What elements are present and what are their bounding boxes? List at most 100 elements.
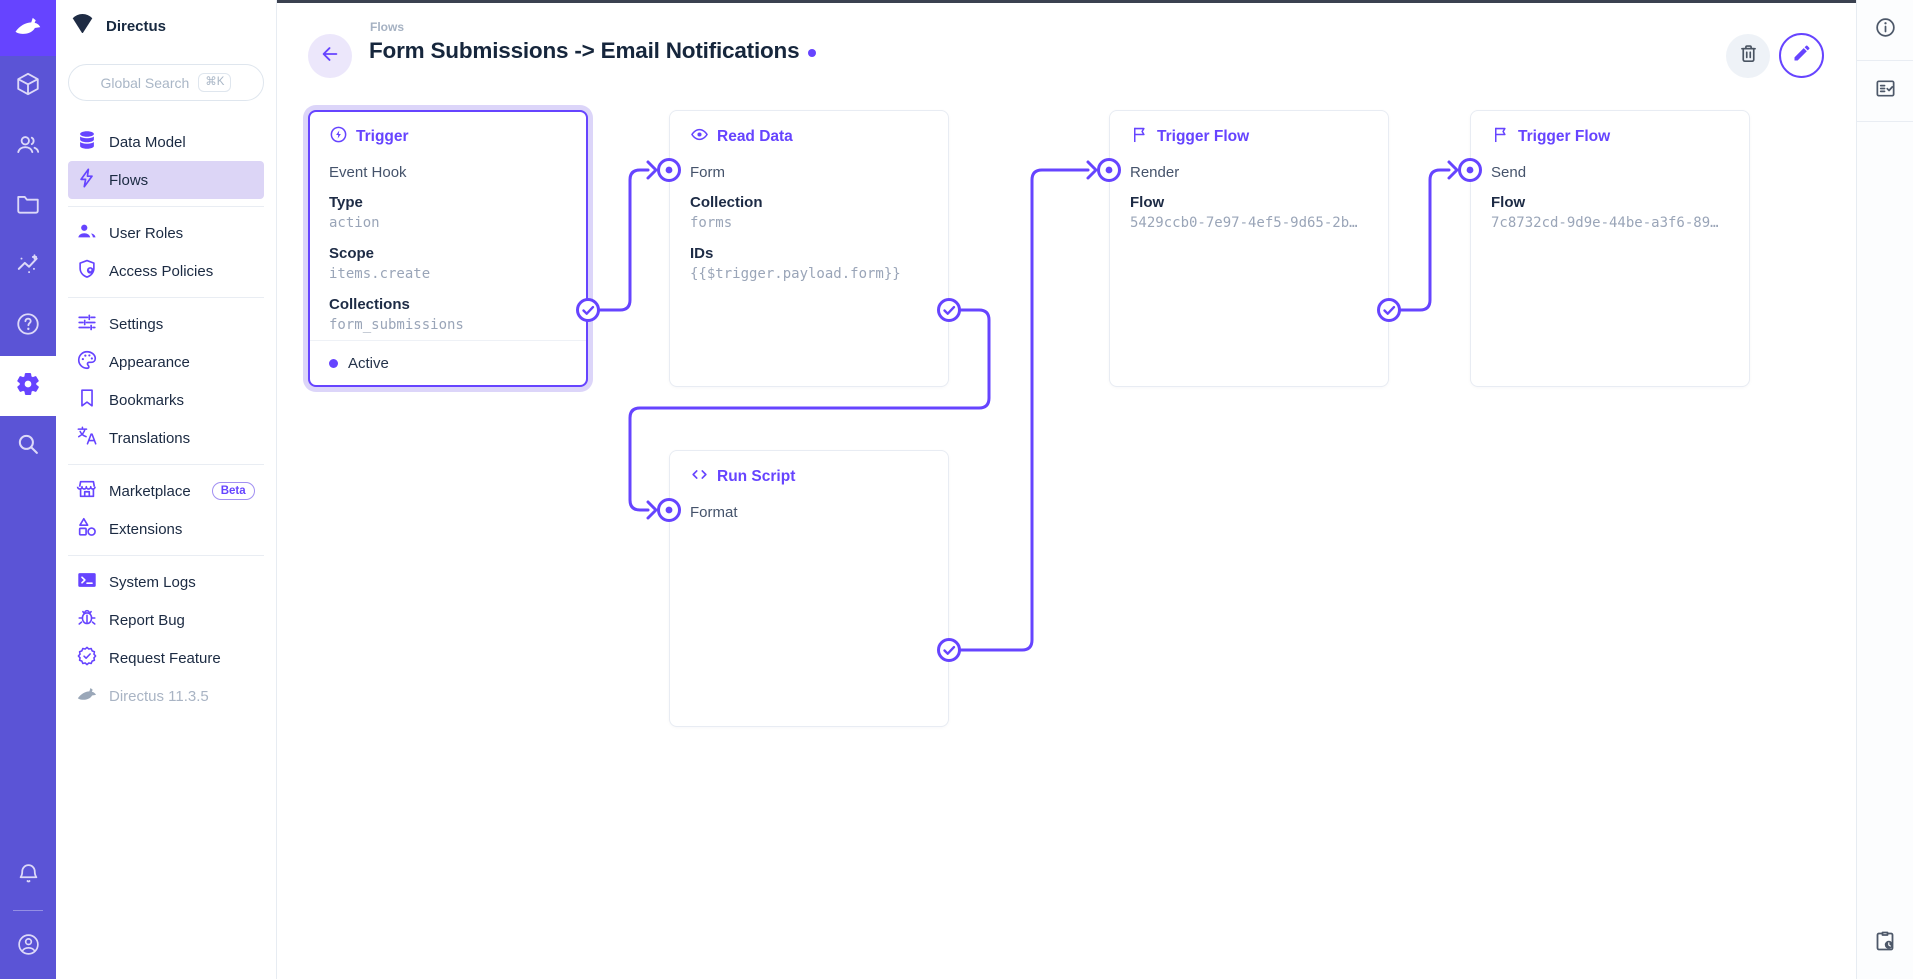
- tune-icon: [76, 311, 98, 338]
- module-help[interactable]: [0, 296, 56, 356]
- project-header[interactable]: Directus: [56, 0, 276, 52]
- breadcrumb[interactable]: Flows: [370, 20, 405, 34]
- project-name: Directus: [106, 17, 167, 35]
- sidebar-item-flows[interactable]: Flows: [68, 161, 264, 199]
- sidebar-item-label: Translations: [109, 429, 191, 447]
- sidebar-item-label: Data Model: [109, 133, 186, 151]
- bell-icon: [16, 861, 41, 891]
- trash-icon: [1738, 43, 1759, 69]
- fact-check-icon: [1874, 77, 1897, 105]
- field-label: Collections: [329, 296, 410, 313]
- sidebar-item-appearance[interactable]: Appearance: [68, 343, 264, 381]
- nav-divider: [68, 297, 264, 298]
- box-icon: [15, 71, 41, 102]
- sidebar-item-access-policies[interactable]: Access Policies: [68, 252, 264, 290]
- insights-icon: [15, 251, 41, 282]
- sidebar-item-label: Marketplace: [109, 482, 191, 500]
- logs-sidebar-button[interactable]: [1857, 61, 1913, 122]
- users-icon: [15, 131, 41, 162]
- user-circle-icon: [16, 932, 41, 962]
- version-row[interactable]: Directus 11.3.5: [68, 677, 264, 715]
- sidebar-item-label: Bookmarks: [109, 391, 185, 409]
- field-value: {{$trigger.payload.form}}: [690, 266, 901, 282]
- directus-rabbit-icon: [13, 11, 43, 46]
- info-icon: [1874, 16, 1897, 44]
- wire-arrowhead: [1086, 160, 1098, 180]
- bug-icon: [76, 607, 98, 634]
- module-users[interactable]: [0, 116, 56, 176]
- module-settings[interactable]: [0, 356, 56, 416]
- sidebar-item-label: Flows: [109, 171, 149, 189]
- field-value: 5429ccb0-7e97-4ef5-9d65-2b…: [1130, 215, 1358, 231]
- sidebar-item-label: Appearance: [109, 353, 190, 371]
- navigation-sidebar: Directus Global Search ⌘K Data Model Flo…: [56, 0, 277, 979]
- search-shortcut-chip: ⌘K: [198, 73, 232, 92]
- folder-icon: [15, 191, 41, 222]
- global-search-input[interactable]: Global Search ⌘K: [68, 64, 264, 101]
- beta-badge: Beta: [211, 482, 255, 500]
- sidebar-item-data-model[interactable]: Data Model: [68, 123, 264, 161]
- directus-logo-tile[interactable]: [0, 0, 56, 56]
- user-roles-icon: [76, 220, 98, 247]
- edit-flow-button[interactable]: [1779, 33, 1824, 78]
- sidebar-item-marketplace[interactable]: Marketplace Beta: [68, 472, 264, 510]
- sidebar-item-label: Report Bug: [109, 611, 185, 629]
- sidebar-item-label: User Roles: [109, 224, 184, 242]
- nav-list: Data Model Flows User Roles Access Polic…: [56, 113, 276, 715]
- field-value: items.create: [329, 266, 431, 282]
- sidebar-item-request-feature[interactable]: Request Feature: [68, 639, 264, 677]
- panel-type: Trigger Flow: [1157, 128, 1250, 145]
- node-name: Render: [1130, 164, 1180, 181]
- field-label: IDs: [690, 245, 714, 262]
- panel-type: Trigger Flow: [1518, 128, 1611, 145]
- delete-flow-button[interactable]: [1726, 34, 1770, 78]
- sidebar-item-label: System Logs: [109, 573, 196, 591]
- back-button[interactable]: [308, 34, 352, 78]
- sidebar-item-system-logs[interactable]: System Logs: [68, 563, 264, 601]
- module-insights[interactable]: [0, 236, 56, 296]
- module-search[interactable]: [0, 416, 56, 476]
- info-sidebar-button[interactable]: [1857, 0, 1913, 61]
- page-title-text: Form Submissions -> Email Notifications: [369, 38, 800, 63]
- bolt-circle-icon: [329, 125, 348, 149]
- flag-icon: [1130, 125, 1149, 149]
- category-icon: [76, 516, 98, 543]
- clipboard-clock-icon: [1873, 929, 1897, 958]
- pending-revisions-button[interactable]: [1857, 915, 1913, 971]
- sidebar-item-settings[interactable]: Settings: [68, 305, 264, 343]
- sidebar-item-translations[interactable]: Translations: [68, 419, 264, 457]
- field-label: Type: [329, 194, 363, 211]
- sidebar-item-bookmarks[interactable]: Bookmarks: [68, 381, 264, 419]
- edit-pencil-icon: [1792, 43, 1812, 68]
- nav-divider: [68, 206, 264, 207]
- translate-icon: [76, 425, 98, 452]
- active-status-dot: [329, 358, 338, 368]
- sidebar-item-label: Access Policies: [109, 262, 214, 280]
- sidebar-item-report-bug[interactable]: Report Bug: [68, 601, 264, 639]
- right-sidebar: [1856, 0, 1913, 979]
- module-bar: [0, 0, 56, 979]
- flow-panel-run-script[interactable]: Run Script Format: [669, 450, 949, 727]
- wire-arrowhead: [646, 160, 658, 180]
- node-name: Format: [690, 504, 738, 521]
- sidebar-item-user-roles[interactable]: User Roles: [68, 214, 264, 252]
- node-name: Send: [1491, 164, 1527, 181]
- notifications-button[interactable]: [0, 846, 56, 906]
- palette-icon: [76, 349, 98, 376]
- search-placeholder: Global Search: [100, 74, 190, 91]
- panel-type: Run Script: [717, 468, 796, 485]
- sidebar-item-label: Settings: [109, 315, 164, 333]
- nav-divider: [68, 464, 264, 465]
- module-files[interactable]: [0, 176, 56, 236]
- flow-status-dot: [808, 48, 817, 57]
- module-content[interactable]: [0, 56, 56, 116]
- user-menu-button[interactable]: [0, 915, 56, 979]
- directus-rabbit-icon-gray: [76, 683, 98, 710]
- sidebar-item-extensions[interactable]: Extensions: [68, 510, 264, 548]
- field-label: Scope: [329, 245, 375, 262]
- field-value: 7c8732cd-9d9e-44be-a3f6-89…: [1491, 215, 1719, 231]
